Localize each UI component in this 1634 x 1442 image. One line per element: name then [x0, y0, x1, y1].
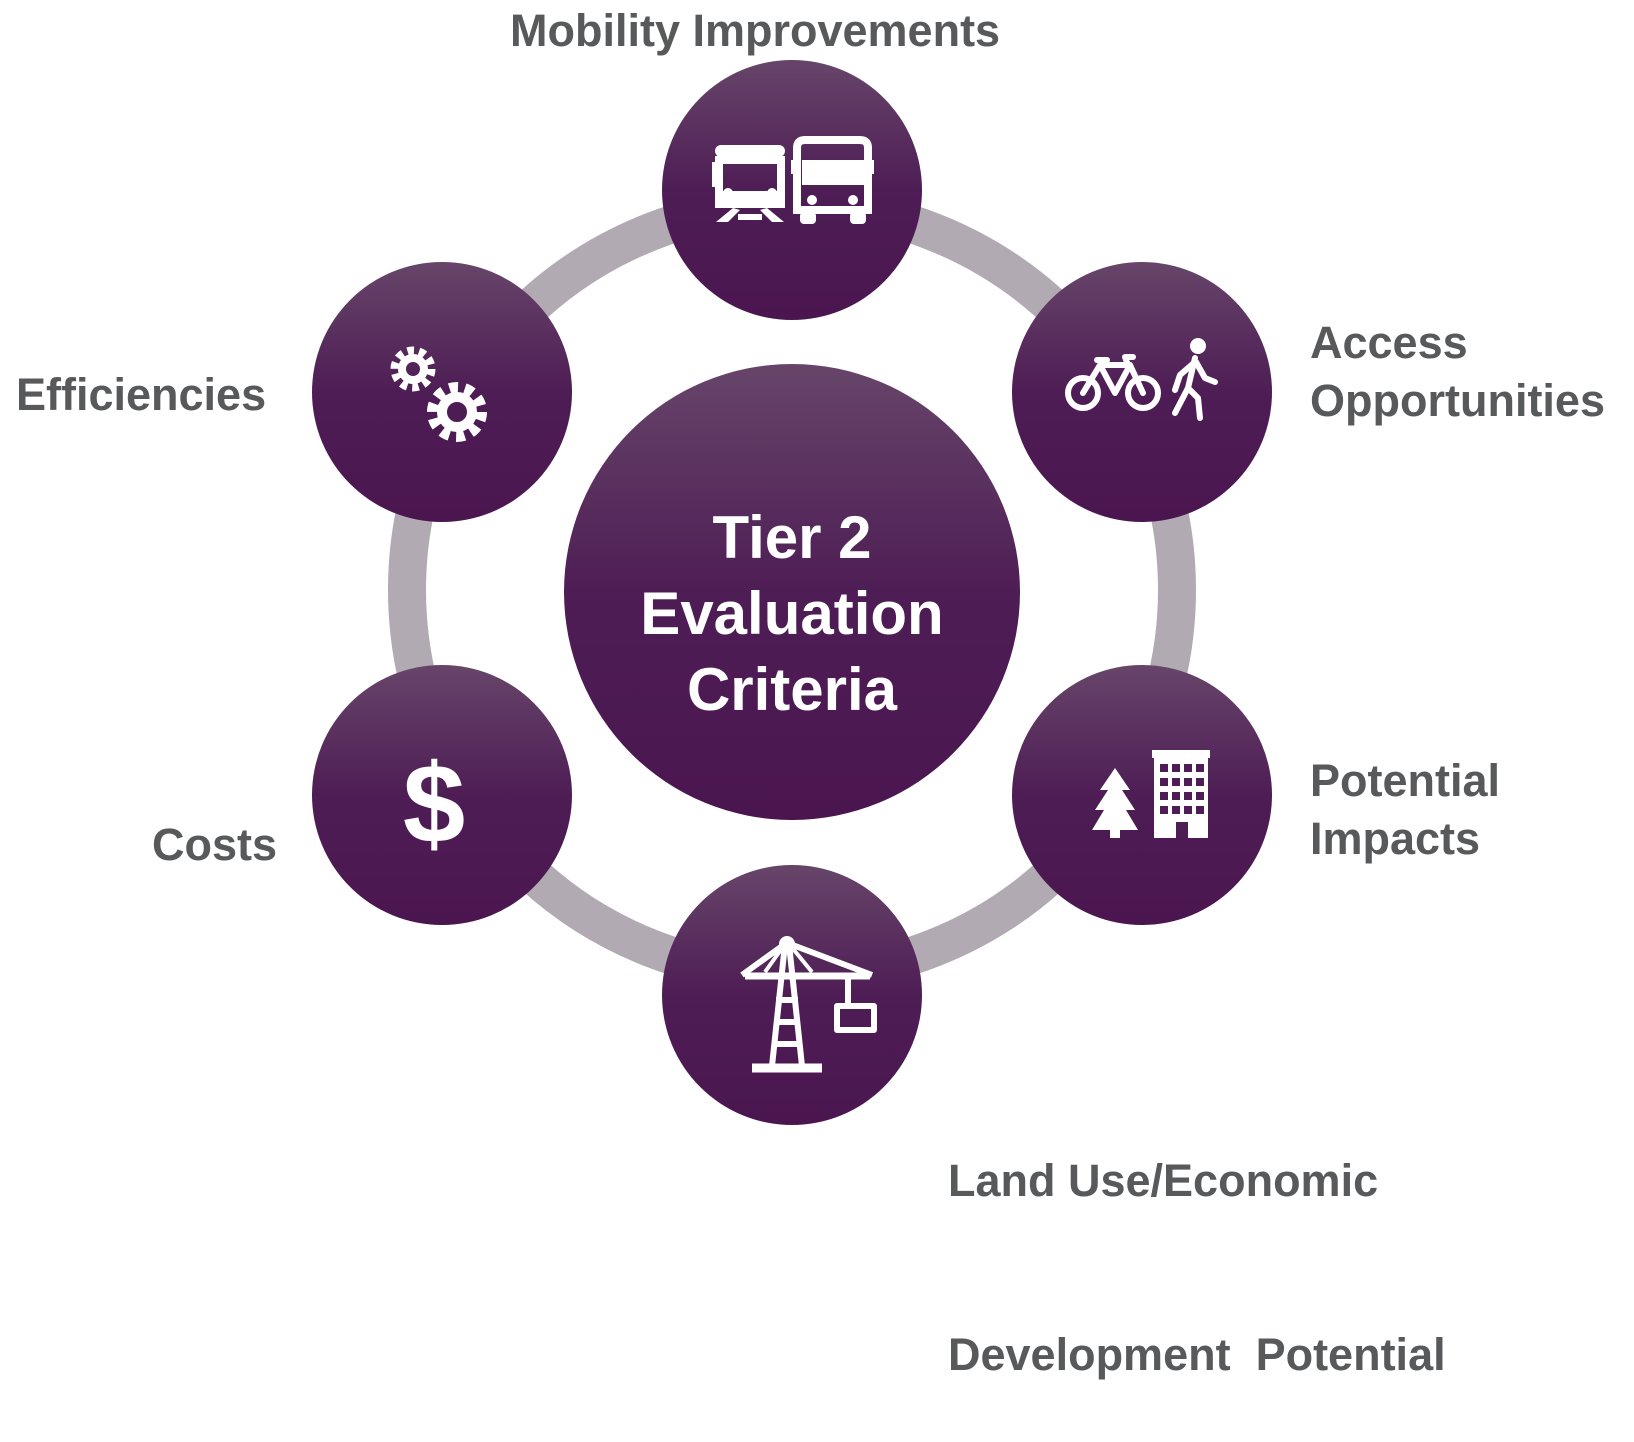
center-circle — [564, 364, 1020, 820]
label-line: Potential — [1310, 755, 1501, 806]
label-line: Opportunities — [1310, 375, 1605, 426]
center-title: Tier 2 Evaluation Criteria — [567, 500, 1017, 728]
dollar-icon: $ — [403, 741, 465, 866]
criteria-diagram: $ — [312, 60, 1272, 1125]
center-title-line: Criteria — [686, 656, 898, 723]
node-landuse — [662, 865, 922, 1125]
tree-building-icon — [1092, 750, 1210, 838]
node-mobility — [662, 60, 922, 320]
label-landuse: Land Use/Economic Development Potential — [948, 1036, 1446, 1442]
node-impacts — [1012, 665, 1272, 925]
label-mobility: Mobility Improvements — [510, 2, 1000, 60]
label-costs: Costs — [152, 816, 277, 874]
center-title-line: Evaluation — [640, 580, 944, 647]
node-efficiencies — [312, 262, 572, 522]
label-line: Mobility Improvements — [510, 5, 1001, 56]
train-bus-icon — [712, 136, 874, 224]
label-line: Development Potential — [948, 1329, 1446, 1380]
label-access: Access Opportunities — [1310, 314, 1605, 430]
crane-icon — [740, 936, 877, 1073]
label-line: Impacts — [1310, 813, 1481, 864]
label-line: Costs — [152, 819, 278, 870]
label-efficiencies: Efficiencies — [16, 366, 266, 424]
label-line: Access — [1310, 317, 1468, 368]
label-impacts: Potential Impacts — [1310, 752, 1500, 868]
node-access — [1012, 262, 1272, 522]
label-line: Efficiencies — [16, 369, 267, 420]
node-costs: $ — [312, 665, 572, 925]
center-title-line: Tier 2 — [712, 504, 872, 571]
bike-pedestrian-icon — [1065, 338, 1218, 421]
label-line: Land Use/Economic — [948, 1155, 1379, 1206]
gears-icon — [390, 346, 487, 442]
